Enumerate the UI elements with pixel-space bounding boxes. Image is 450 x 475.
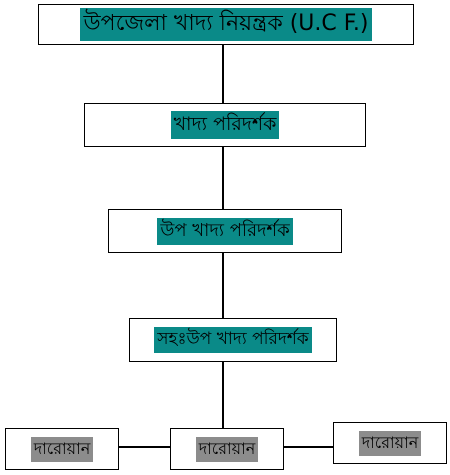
node-food-inspector-label: খাদ্য পরিদর্শক xyxy=(170,111,280,139)
node-upazila-food-controller: উপজেলা খাদ্য নিয়ন্ত্রক (U.C F.) xyxy=(38,4,414,45)
node-assistant-sub-food-inspector: সহঃউপ খাদ্য পরিদর্শক xyxy=(129,318,337,362)
node-assistant-sub-food-inspector-label: সহঃউপ খাদ্য পরিদর্শক xyxy=(154,327,312,353)
node-guard-middle: দারোয়ান xyxy=(170,428,284,470)
node-sub-food-inspector: উপ খাদ্য পরিদর্শক xyxy=(108,209,342,253)
node-sub-food-inspector-label: উপ খাদ্য পরিদর্শক xyxy=(157,217,293,245)
node-guard-right-label: দারোয়ান xyxy=(358,430,422,456)
node-food-inspector: খাদ্য পরিদর্শক xyxy=(84,103,366,147)
node-guard-left-label: দারোয়ান xyxy=(30,436,94,462)
node-upazila-food-controller-label: উপজেলা খাদ্য নিয়ন্ত্রক (U.C F.) xyxy=(79,8,373,41)
node-guard-middle-label: দারোয়ান xyxy=(195,436,259,462)
node-guard-left: দারোয়ান xyxy=(5,428,119,470)
node-guard-right: দারোয়ান xyxy=(333,422,447,464)
